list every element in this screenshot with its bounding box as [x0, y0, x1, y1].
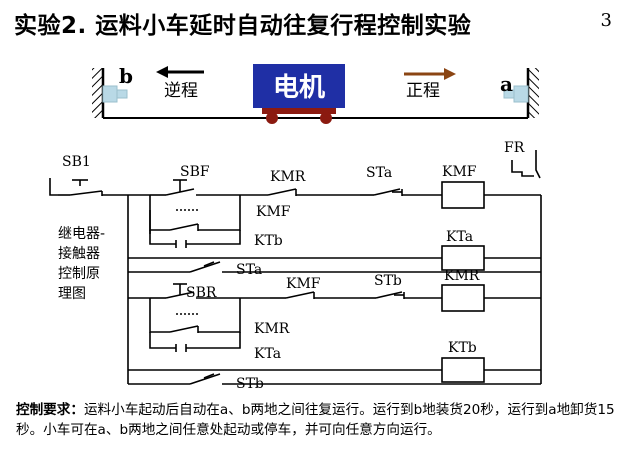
requirements-body: 运料小车起动后自动在a、b两地之间往复运行。运行到b地装货20秒，运行到a地卸货…	[16, 402, 615, 438]
slide-title: 实验2. 运料小车延时自动往复行程控制实验	[14, 13, 472, 39]
label-kmr-hold: KMR	[254, 321, 290, 337]
side-caption-line: 控制原	[58, 266, 100, 282]
label-kmr-nc: KMR	[270, 169, 306, 185]
side-caption-line: 接触器	[58, 245, 100, 262]
label-kta-contact: KTa	[254, 346, 281, 362]
cart-wheel	[320, 112, 332, 124]
kmr-coil	[441, 284, 485, 312]
forward-label: 正程	[406, 81, 440, 101]
label-kmf-nc: KMF	[286, 276, 321, 292]
reverse-arrow	[156, 66, 204, 78]
label-ktb-contact: KTb	[254, 233, 283, 249]
label-stb-no: STb	[236, 376, 264, 392]
label-sta-no: STa	[236, 262, 262, 278]
ktb-coil	[441, 357, 485, 383]
control-requirements: 控制要求：运料小车起动后自动在a、b两地之间往复运行。运行到b地装货20秒，运行…	[16, 400, 622, 440]
page-number: 3	[600, 10, 612, 31]
left-limit-switch	[102, 85, 118, 103]
label-fr: FR	[504, 140, 525, 156]
right-wall	[528, 68, 539, 118]
side-caption-line: 继电器-	[58, 226, 105, 242]
label-kmr-coil: KMR	[444, 268, 480, 284]
requirements-heading: 控制要求：	[16, 402, 84, 418]
control-circuit	[49, 150, 542, 385]
label-sbf: SBF	[180, 164, 210, 180]
right-end-label: a	[500, 72, 513, 96]
label-sta-nc: STa	[366, 165, 392, 181]
forward-arrow	[404, 68, 456, 80]
left-wall	[92, 68, 103, 118]
kmf-coil	[441, 181, 485, 209]
label-kmf-hold: KMF	[256, 204, 291, 220]
left-end-label: b	[119, 64, 133, 88]
label-stb-nc: STb	[374, 273, 402, 289]
label-kta-coil: KTa	[446, 229, 473, 245]
label-sbr: SBR	[186, 285, 217, 301]
track-section: b a 逆程 正程 电机	[92, 64, 539, 124]
diagram-canvas: b a 逆程 正程 电机	[49, 64, 542, 392]
side-caption-line: 理图	[58, 286, 86, 302]
kta-coil	[441, 245, 485, 271]
label-kmf-coil: KMF	[442, 164, 477, 180]
label-sb1: SB1	[62, 154, 91, 170]
cart-wheel	[266, 112, 278, 124]
right-limit-switch	[513, 85, 529, 103]
label-ktb-coil: KTb	[448, 340, 477, 356]
motor-label: 电机	[273, 73, 325, 103]
motor-cart: 电机	[253, 64, 345, 124]
reverse-label: 逆程	[164, 81, 198, 101]
